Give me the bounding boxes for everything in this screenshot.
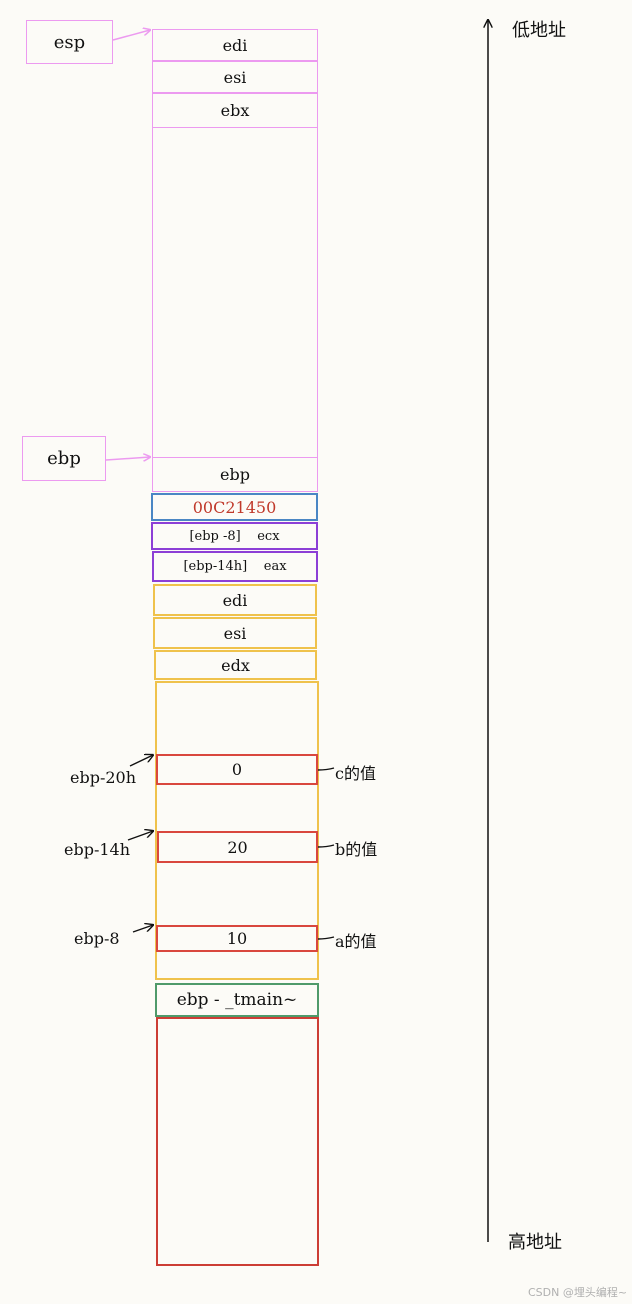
watermark: CSDN @埋头编程~ (528, 1286, 628, 1299)
main-frame-ebp-cell: ebp - _tmain~ (155, 983, 319, 1017)
stack-cell-main-edx: edx (154, 650, 317, 680)
offset-arrow-ebp-8 (132, 925, 153, 933)
return-address-value: 00C21450 (192, 497, 277, 517)
param-ecx-label: [ebp -8] ecx (189, 528, 280, 544)
ebp-arrow (105, 457, 150, 460)
param-eax-cell: [ebp-14h] eax (152, 551, 318, 582)
param-eax-label: [ebp-14h] eax (183, 559, 287, 574)
offset-label-ebp-20h: ebp-20h (70, 768, 137, 787)
main-locals-area (155, 681, 319, 980)
esp-arrow (112, 30, 150, 41)
ebp-pointer-box: ebp (22, 436, 106, 481)
stack-cell-saved-ebp: ebp (152, 457, 318, 492)
high-address-label: 高地址 (508, 1232, 562, 1253)
local-a-cell: 10 (156, 925, 318, 952)
offset-arrow-ebp-14h (127, 831, 153, 841)
local-c-cell: 0 (156, 754, 318, 785)
stack-cell-main-esi: esi (153, 617, 317, 649)
offset-label-ebp-8: ebp-8 (74, 929, 120, 948)
stack-cell-edi: edi (152, 29, 318, 61)
note-label-b: b的值 (335, 840, 378, 859)
caller-frame-outline (156, 1017, 319, 1266)
ebp-pointer-label: ebp (47, 448, 81, 469)
low-address-label: 低地址 (512, 20, 566, 41)
note-leader-b (317, 844, 335, 848)
offset-arrow-ebp-20h (129, 755, 153, 767)
main-frame-ebp-label: ebp - _tmain~ (176, 990, 298, 1010)
return-address-cell: 00C21450 (151, 493, 318, 521)
local-b-cell: 20 (157, 831, 318, 863)
param-ecx-cell: [ebp -8] ecx (151, 522, 318, 550)
note-leader-a (317, 936, 335, 940)
stack-cell-esi: esi (152, 61, 318, 93)
esp-pointer-label: esp (53, 31, 86, 53)
esp-pointer-box: esp (26, 20, 113, 64)
offset-label-ebp-14h: ebp-14h (64, 840, 131, 859)
note-label-a: a的值 (335, 932, 377, 951)
stack-cell-ebx: ebx (152, 93, 318, 128)
stack-cell-main-edi: edi (153, 584, 317, 616)
note-leader-c (317, 767, 335, 771)
note-label-c: c的值 (335, 764, 376, 783)
